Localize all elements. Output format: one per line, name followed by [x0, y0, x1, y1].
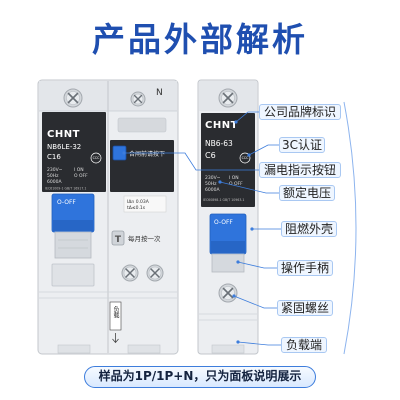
- rcd-spec-sticker: [123, 195, 167, 213]
- on-indicator-label: I ON: [74, 167, 84, 173]
- residual-current: IΔn 0.03A: [127, 199, 150, 205]
- screw-icon: [146, 264, 164, 282]
- standard-code: IEC61009-1 GB/T 16917.1: [45, 187, 86, 191]
- breaker-left: N CHNT NB6LE-32 C16 CCC 230V~ 50Hz 6000A…: [37, 79, 179, 355]
- leader-3c: [248, 144, 279, 156]
- leader-dot: [218, 180, 222, 184]
- rated-frequency: 50Hz: [205, 181, 217, 187]
- screw-icon: [218, 88, 238, 108]
- leakage-button-hint: 合闸前请按下: [129, 150, 165, 158]
- callout-load-end: 负载端: [281, 337, 327, 353]
- rated-voltage: 230V~: [47, 167, 63, 173]
- current-rating: C16: [47, 153, 61, 161]
- arrow-down-icon: [112, 333, 119, 344]
- leader-dot: [234, 120, 238, 124]
- handle-off-label: O-OFF: [214, 219, 233, 226]
- callout-operating-handle: 操作手柄: [277, 260, 333, 276]
- leader-dot: [250, 227, 254, 231]
- ccc-mark-text: CCC: [242, 156, 249, 160]
- test-key-label: T: [115, 235, 122, 245]
- load-terminal-window: [51, 263, 95, 287]
- off-indicator-label: O OFF: [74, 173, 88, 179]
- screw-icon: [130, 91, 146, 107]
- screw-icon: [63, 88, 83, 108]
- leader-dot: [232, 294, 236, 298]
- leader-leakage-button: [124, 152, 259, 171]
- callout-brand-logo: 公司品牌标识: [259, 104, 341, 120]
- leader-dots: [122, 120, 254, 344]
- callout-3c-certification: 3C认证: [279, 137, 325, 153]
- screw-icon: [121, 264, 139, 282]
- sample-note-banner: 样品为1P/1P+N，只为面板说明展示: [84, 366, 316, 388]
- breaker-left-label-panel: [42, 112, 106, 192]
- callout-flame-retardant-housing: 阻燃外壳: [281, 221, 337, 237]
- neutral-terminal-label: N: [156, 88, 163, 98]
- test-key-hint: 每月按一次: [128, 234, 161, 243]
- callout-bracket-arc: [343, 101, 357, 355]
- din-clip: [127, 344, 161, 354]
- load-tag: [109, 301, 122, 331]
- breaking-capacity: 6000A: [47, 179, 62, 185]
- leader-brand: [235, 111, 259, 123]
- leader-voltage: [219, 181, 279, 194]
- din-clip: [57, 344, 91, 354]
- breaking-capacity: 6000A: [205, 187, 220, 193]
- load-tag-text: 负载: [112, 305, 119, 319]
- breaker-right: CHNT NB6-63 C6 CCC 230V~ 50Hz 6000A I ON…: [197, 79, 259, 355]
- contact-window: [117, 117, 167, 133]
- ccc-mark-icon: CCC: [90, 152, 102, 164]
- operating-handle-shade: [53, 220, 93, 231]
- breaker-right-label-panel: [201, 113, 255, 207]
- leader-lines: [124, 111, 281, 346]
- brand-logo: CHNT: [205, 120, 238, 131]
- leader-dot: [236, 340, 240, 344]
- model-number: NB6-63: [205, 139, 233, 148]
- model-number: NB6LE-32: [47, 143, 81, 151]
- trip-time: tΔ≤0.1s: [127, 205, 146, 211]
- callout-rated-voltage: 额定电压: [279, 185, 335, 201]
- operating-handle-shade: [211, 241, 245, 253]
- callout-fastening-screw: 紧固螺丝: [277, 300, 333, 316]
- test-key: [111, 230, 125, 246]
- rated-voltage: 230V~: [205, 175, 221, 181]
- handle-lever: [54, 231, 92, 259]
- din-clip: [211, 344, 245, 354]
- leader-dot: [122, 151, 126, 155]
- off-indicator-label: O OFF: [229, 181, 243, 187]
- leader-handle: [237, 261, 277, 269]
- leader-load-end: [237, 341, 281, 346]
- ccc-mark-text: CCC: [93, 156, 100, 160]
- ccc-mark-icon: CCC: [239, 152, 251, 164]
- page-title: 产品外部解析: [92, 20, 308, 59]
- screw-icon: [218, 283, 238, 303]
- current-rating: C6: [205, 151, 216, 160]
- leader-dot: [236, 260, 240, 264]
- on-indicator-label: I ON: [229, 175, 239, 181]
- leader-screw: [233, 295, 277, 309]
- standard-code: IEC60898-1 GB/T 10963.1: [203, 198, 244, 202]
- callout-leakage-button: 漏电指示按钮: [259, 162, 341, 178]
- leader-dot: [247, 153, 251, 157]
- rated-frequency: 50Hz: [47, 173, 59, 179]
- brand-logo: CHNT: [47, 129, 80, 140]
- handle-off-label: O-OFF: [57, 199, 76, 206]
